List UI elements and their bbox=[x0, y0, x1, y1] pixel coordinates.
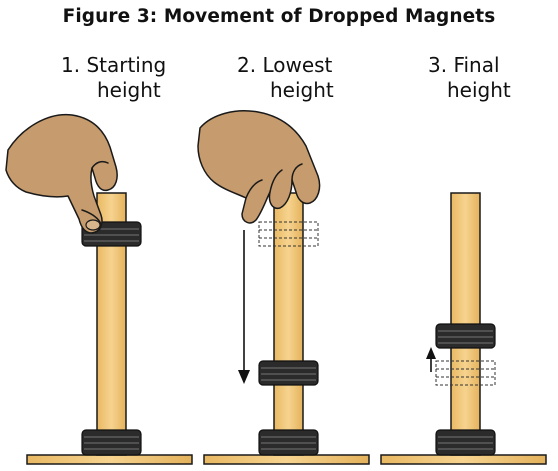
panel-1-hand bbox=[5, 113, 118, 234]
panel-2-base-board bbox=[203, 454, 370, 465]
panel-2-lowest bbox=[197, 110, 370, 465]
panel-2-label-line1: 2. Lowest bbox=[237, 53, 333, 77]
panel-1-label-line2: height bbox=[97, 78, 161, 102]
panel-3-lowest-position-ghost bbox=[435, 360, 496, 386]
panel-2-wooden-dowel bbox=[273, 192, 304, 456]
figure-title: Figure 3: Movement of Dropped Magnets bbox=[62, 6, 496, 27]
panel-3-base-board bbox=[380, 454, 547, 465]
panel-3-label-line1: 3. Final bbox=[428, 53, 500, 77]
panel-2-dropped-magnet bbox=[258, 360, 319, 386]
panel-1-base-board bbox=[26, 454, 193, 465]
panel-3-final bbox=[380, 192, 547, 465]
panel-3-label-line2: height bbox=[447, 78, 511, 102]
panel-3-floating-magnet bbox=[435, 323, 496, 349]
panel-2-hand bbox=[197, 110, 321, 224]
panel-3-bottom-magnet bbox=[435, 429, 496, 456]
panel-1-label-line1: 1. Starting bbox=[61, 53, 167, 77]
panel-1-bottom-magnet bbox=[81, 429, 142, 456]
panel-2-label-line2: height bbox=[270, 78, 334, 102]
panel-2-start-position-ghost bbox=[258, 221, 319, 247]
panel-2-bottom-magnet bbox=[258, 429, 319, 456]
down-arrow-icon bbox=[238, 230, 250, 384]
up-arrow-icon bbox=[426, 347, 436, 372]
panel-1-starting bbox=[5, 113, 193, 465]
